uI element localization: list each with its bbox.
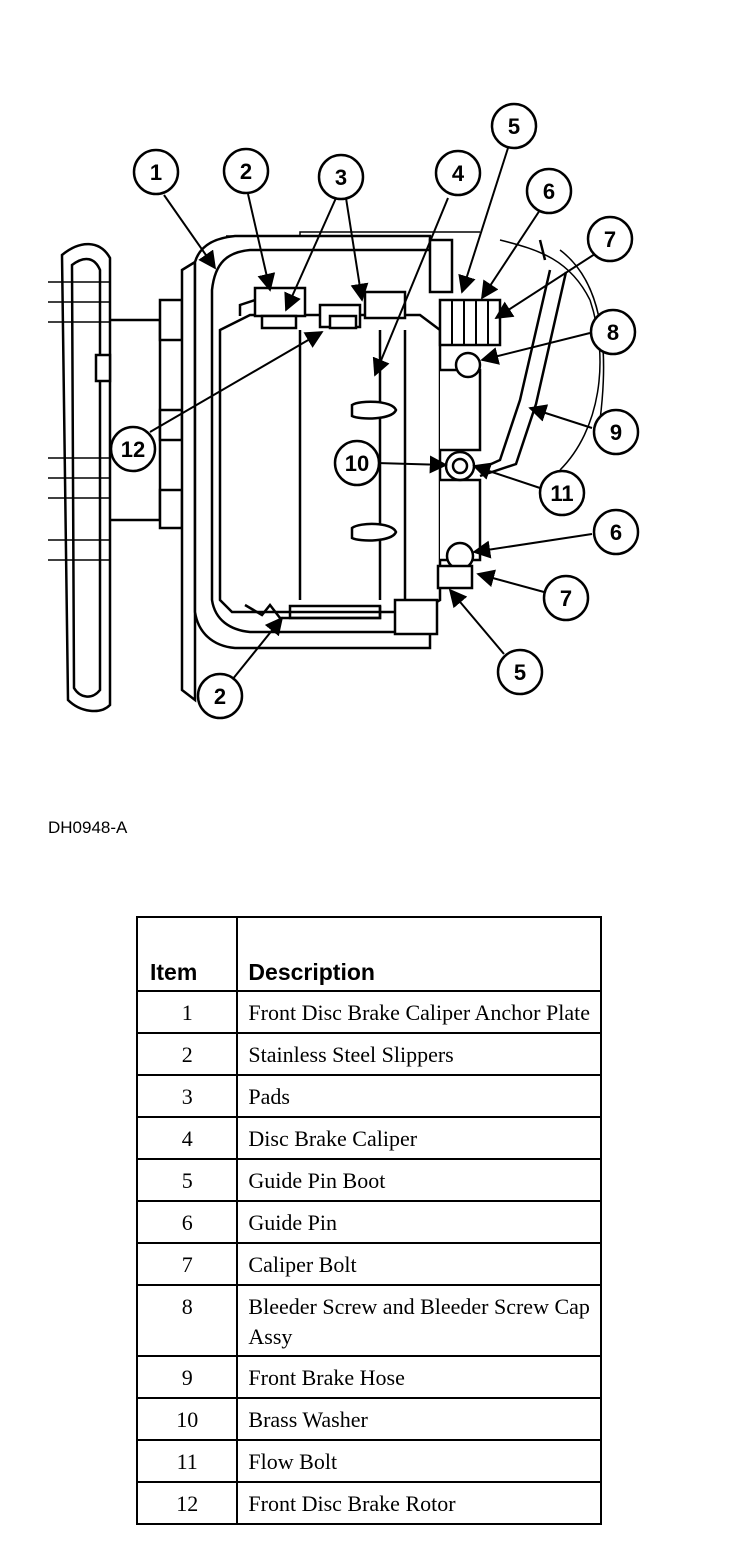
table-row: 5 Guide Pin Boot xyxy=(135,1158,602,1202)
row-item: 1 xyxy=(135,990,239,1034)
row-item: 3 xyxy=(135,1074,239,1118)
row-item: 12 xyxy=(135,1481,239,1525)
callout-6-bottom: 6 xyxy=(592,508,640,556)
pads-drawing xyxy=(238,286,407,330)
leader-lines xyxy=(149,147,599,681)
callout-10: 10 xyxy=(333,439,381,487)
brake-caliper-diagram: 1 2 3 4 5 6 7 8 xyxy=(48,102,640,720)
callout-11: 11 xyxy=(538,469,586,517)
figure-code: DH0948-A xyxy=(48,818,128,837)
svg-text:3: 3 xyxy=(335,165,347,190)
table-header-row: Item Description xyxy=(135,916,602,992)
row-description: Bleeder Screw and Bleeder Screw Cap Assy xyxy=(236,1284,602,1357)
row-item: 6 xyxy=(135,1200,239,1244)
row-item: 7 xyxy=(135,1242,239,1286)
table-row: 7 Caliper Bolt xyxy=(135,1242,602,1286)
table-row: 4 Disc Brake Caliper xyxy=(135,1116,602,1160)
lower-slipper-drawing xyxy=(244,602,382,620)
svg-text:11: 11 xyxy=(550,481,573,506)
row-item: 11 xyxy=(135,1439,239,1483)
callout-4: 4 xyxy=(434,149,482,197)
callout-2-top: 2 xyxy=(222,147,270,195)
svg-text:12: 12 xyxy=(121,437,145,462)
row-description: Guide Pin xyxy=(236,1200,602,1244)
svg-text:5: 5 xyxy=(514,660,526,685)
row-description: Disc Brake Caliper xyxy=(236,1116,602,1160)
svg-text:8: 8 xyxy=(607,320,619,345)
rotor-drawing xyxy=(48,242,197,713)
callout-1: 1 xyxy=(132,148,180,196)
row-description: Stainless Steel Slippers xyxy=(236,1032,602,1076)
callout-8: 8 xyxy=(589,308,637,356)
lower-guide-pin-drawing xyxy=(393,541,475,636)
table-row: 10 Brass Washer xyxy=(135,1397,602,1441)
row-description: Brass Washer xyxy=(236,1397,602,1441)
callout-5-top: 5 xyxy=(490,102,538,150)
svg-text:6: 6 xyxy=(610,520,622,545)
table-row: 1 Front Disc Brake Caliper Anchor Plate xyxy=(135,990,602,1034)
svg-text:5: 5 xyxy=(508,114,520,139)
header-item: Item xyxy=(135,916,239,992)
table-row: 12 Front Disc Brake Rotor xyxy=(135,1481,602,1525)
row-item: 2 xyxy=(135,1032,239,1076)
legend-table: Item Description 1 Front Disc Brake Cali… xyxy=(135,916,602,1525)
callout-3: 3 xyxy=(317,153,365,201)
svg-text:7: 7 xyxy=(560,586,572,611)
row-item: 5 xyxy=(135,1158,239,1202)
svg-text:1: 1 xyxy=(150,160,162,185)
row-description: Pads xyxy=(236,1074,602,1118)
row-item: 8 xyxy=(135,1284,239,1357)
svg-text:7: 7 xyxy=(604,227,616,252)
row-description: Front Brake Hose xyxy=(236,1355,602,1399)
callout-7-bottom: 7 xyxy=(542,574,590,622)
table-row: 9 Front Brake Hose xyxy=(135,1355,602,1399)
row-item: 10 xyxy=(135,1397,239,1441)
upper-guide-pin-drawing xyxy=(428,238,502,379)
table-row: 3 Pads xyxy=(135,1074,602,1118)
table-row: 2 Stainless Steel Slippers xyxy=(135,1032,602,1076)
svg-text:2: 2 xyxy=(214,684,226,709)
svg-text:6: 6 xyxy=(543,179,555,204)
callout-7-top: 7 xyxy=(586,215,634,263)
svg-text:4: 4 xyxy=(452,161,465,186)
row-description: Flow Bolt xyxy=(236,1439,602,1483)
svg-text:10: 10 xyxy=(345,451,369,476)
callout-12: 12 xyxy=(109,425,157,473)
anchor-plate-drawing xyxy=(193,231,480,650)
row-item: 9 xyxy=(135,1355,239,1399)
callout-6-top: 6 xyxy=(525,167,573,215)
row-description: Caliper Bolt xyxy=(236,1242,602,1286)
row-item: 4 xyxy=(135,1116,239,1160)
svg-text:9: 9 xyxy=(610,420,622,445)
row-description: Front Disc Brake Caliper Anchor Plate xyxy=(236,990,602,1034)
brake-illustration xyxy=(48,231,605,713)
callout-5-bottom: 5 xyxy=(496,648,544,696)
callout-9: 9 xyxy=(592,408,640,456)
callout-2-bottom: 2 xyxy=(196,672,244,720)
table-row: 8 Bleeder Screw and Bleeder Screw Cap As… xyxy=(135,1284,602,1357)
header-description: Description xyxy=(236,916,602,992)
row-description: Front Disc Brake Rotor xyxy=(236,1481,602,1525)
row-description: Guide Pin Boot xyxy=(236,1158,602,1202)
callouts: 1 2 3 4 5 6 7 8 xyxy=(109,102,640,720)
flow-bolt-drawing xyxy=(444,450,476,482)
table-row: 11 Flow Bolt xyxy=(135,1439,602,1483)
caliper-body-drawing xyxy=(218,313,482,614)
svg-text:2: 2 xyxy=(240,159,252,184)
table-row: 6 Guide Pin xyxy=(135,1200,602,1244)
